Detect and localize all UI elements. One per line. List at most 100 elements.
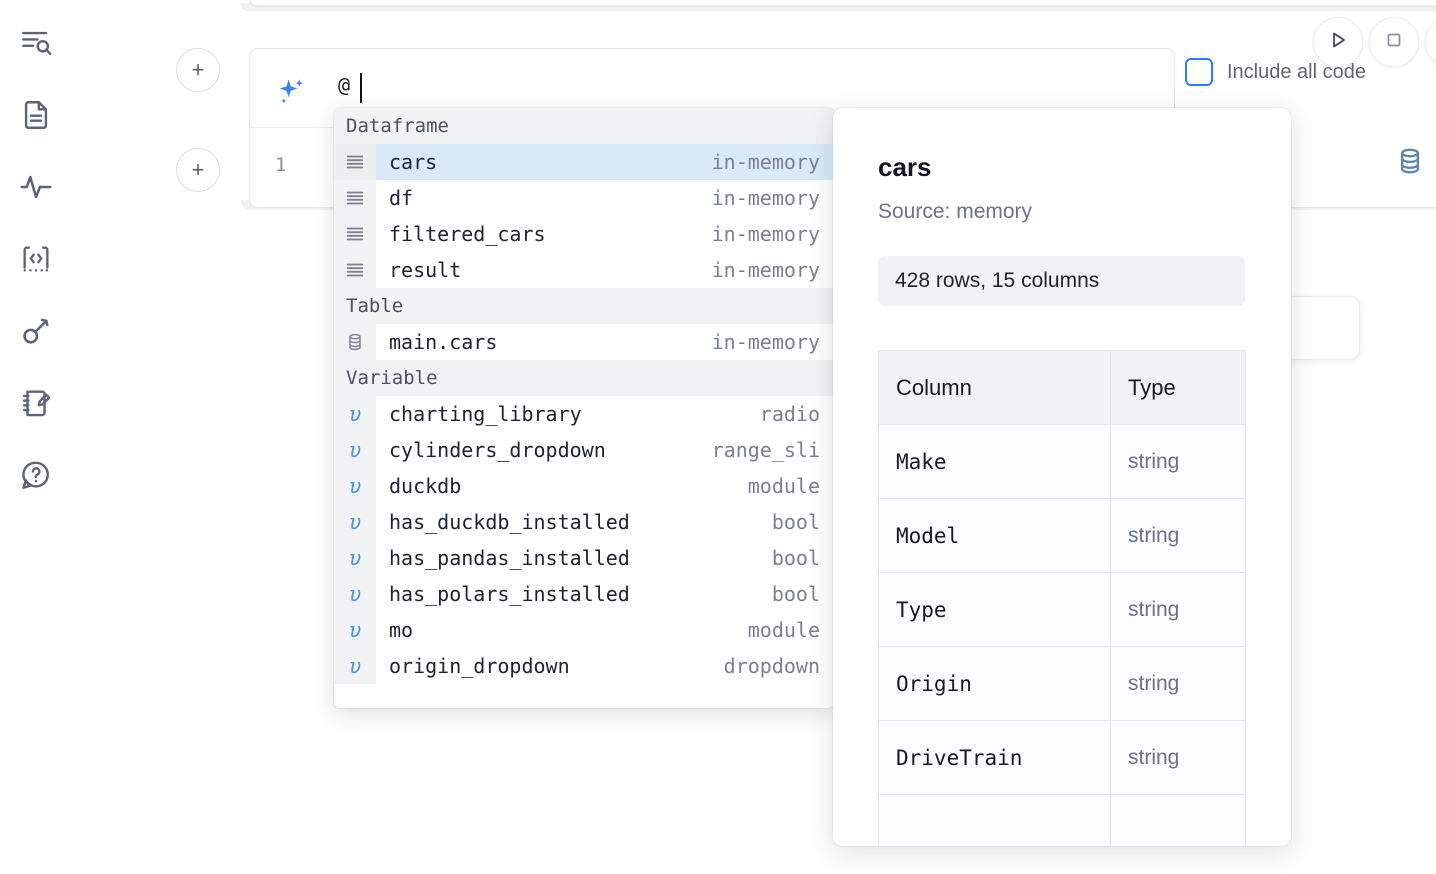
more-options-button[interactable]: [1425, 17, 1436, 67]
variable-icon: υ: [334, 576, 376, 612]
dataframe-rows-icon: [334, 144, 376, 180]
table-row-partial: [878, 794, 1246, 846]
autocomplete-item[interactable]: cars in-memory: [334, 144, 834, 180]
schema-column-name: [878, 794, 1111, 846]
autocomplete-item-name: duckdb: [389, 474, 462, 498]
scratchpad-pencil-icon: [19, 386, 53, 420]
autocomplete-item[interactable]: main.cars in-memory: [334, 324, 834, 360]
autocomplete-item-name: has_polars_installed: [389, 582, 630, 606]
code-brackets-icon: [19, 242, 53, 276]
include-all-code-checkbox[interactable]: [1185, 58, 1213, 86]
schema-column-name: Origin: [878, 646, 1111, 721]
play-icon: [1326, 28, 1350, 57]
autocomplete-item-type: in-memory: [711, 150, 820, 174]
autocomplete-item-name: result: [389, 258, 462, 282]
autocomplete-item-name: mo: [389, 618, 414, 642]
text-caret: [360, 73, 362, 103]
schema-column-name: Make: [878, 424, 1111, 499]
autocomplete-group-header: Table: [334, 288, 834, 324]
square-stop-icon: [1382, 28, 1406, 57]
autocomplete-item-type: radio: [759, 402, 820, 426]
help-question-icon: [19, 458, 53, 492]
autocomplete-item-name: df: [389, 186, 414, 210]
variable-icon: υ: [334, 432, 376, 468]
run-button[interactable]: [1313, 17, 1363, 67]
autocomplete-item[interactable]: result in-memory: [334, 252, 834, 288]
variable-icon: υ: [334, 396, 376, 432]
autocomplete-item-type: bool: [771, 582, 820, 606]
autocomplete-item[interactable]: υ origin_dropdown dropdown: [334, 648, 834, 684]
sidebar-item-notebook[interactable]: [13, 90, 59, 140]
autocomplete-item[interactable]: υ cylinders_dropdown range_sli: [334, 432, 834, 468]
autocomplete-item-name: cars: [389, 150, 438, 174]
file-explorer-search-icon: [19, 26, 53, 60]
schema-column-name: Model: [878, 498, 1111, 573]
variable-icon: υ: [334, 468, 376, 504]
autocomplete-item-type: in-memory: [711, 258, 820, 282]
sidebar-item-snippets[interactable]: [13, 234, 59, 284]
key-icon: [19, 314, 53, 348]
autocomplete-item-name: origin_dropdown: [389, 654, 570, 678]
sidebar: [0, 0, 72, 874]
autocomplete-item[interactable]: υ charting_library radio: [334, 396, 834, 432]
add-cell-button-top[interactable]: +: [176, 48, 220, 92]
autocomplete-item[interactable]: υ has_polars_installed bool: [334, 576, 834, 612]
autocomplete-item[interactable]: df in-memory: [334, 180, 834, 216]
document-icon: [19, 98, 53, 132]
schema-column-type: string: [1110, 498, 1246, 573]
autocomplete-item-name: has_duckdb_installed: [389, 510, 630, 534]
schema-column-type: string: [1110, 646, 1246, 721]
sidebar-item-secrets[interactable]: [13, 306, 59, 356]
variable-icon: υ: [334, 648, 376, 684]
line-number: 1: [275, 154, 287, 176]
add-cell-button-bottom[interactable]: +: [176, 148, 220, 192]
sidebar-item-scratchpad[interactable]: [13, 378, 59, 428]
preview-title: cars: [878, 152, 932, 182]
autocomplete-item-type: in-memory: [711, 186, 820, 210]
previous-cell[interactable]: [249, 0, 1436, 6]
previous-cell-shadow: [240, 3, 1436, 11]
autocomplete-item-name: has_pandas_installed: [389, 546, 630, 570]
autocomplete-item-name: main.cars: [389, 330, 498, 354]
sidebar-item-file-explorer[interactable]: [13, 18, 59, 68]
sparkle-icon: [275, 75, 309, 114]
autocomplete-item-type: range_sli: [711, 438, 820, 462]
column-header-column: Column: [878, 350, 1111, 425]
autocomplete-group-header: Variable: [334, 360, 834, 396]
autocomplete-item-type: bool: [771, 510, 820, 534]
ai-prompt-input[interactable]: @: [338, 73, 350, 97]
dataframe-rows-icon: [334, 216, 376, 252]
autocomplete-item-name: cylinders_dropdown: [389, 438, 606, 462]
stop-button[interactable]: [1369, 17, 1419, 67]
dataframe-rows-icon: [334, 252, 376, 288]
autocomplete-item-type: module: [747, 618, 820, 642]
preview-shape-badge: 428 rows, 15 columns: [878, 256, 1245, 306]
autocomplete-item-type: in-memory: [711, 330, 820, 354]
sidebar-item-activity[interactable]: [13, 162, 59, 212]
autocomplete-item-name: charting_library: [389, 402, 582, 426]
autocomplete-item-name: filtered_cars: [389, 222, 546, 246]
preview-source: Source: memory: [878, 200, 1033, 223]
schema-column-name: DriveTrain: [878, 720, 1111, 795]
autocomplete-item-type: dropdown: [723, 654, 820, 678]
dataframe-preview-panel: cars Source: memory 428 rows, 15 columns…: [833, 108, 1291, 846]
autocomplete-item-type: module: [747, 474, 820, 498]
schema-column-name: Type: [878, 572, 1111, 647]
variable-icon: υ: [334, 540, 376, 576]
sidebar-item-help[interactable]: [13, 450, 59, 500]
database-sql-icon[interactable]: [1395, 146, 1425, 181]
cell-toolbar: [1395, 146, 1436, 181]
dataframe-rows-icon: [334, 180, 376, 216]
column-header-type: Type: [1110, 350, 1246, 425]
